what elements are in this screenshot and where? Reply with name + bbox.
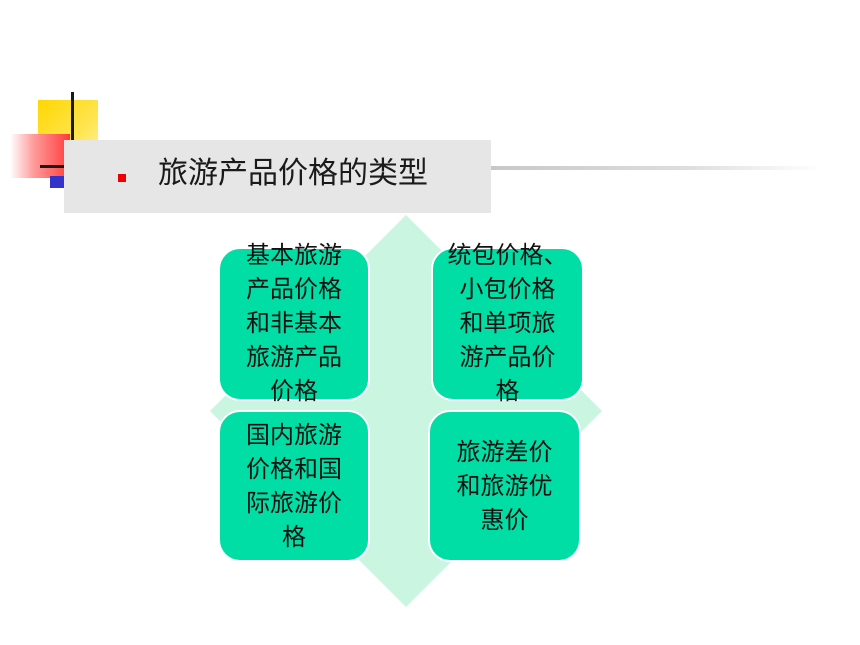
decorative-blue-square [50,176,64,188]
bullet-icon [118,174,126,182]
diagram-box-text: 统包价格、 小包价格 和单项旅 游产品价 格 [447,241,568,405]
decorative-horizontal-line [40,165,70,168]
diagram-box-package-single: 统包价格、 小包价格 和单项旅 游产品价 格 [431,241,584,405]
slide-title: 旅游产品价格的类型 [158,156,428,191]
decorative-red-square [10,134,70,178]
diagram-box-text: 基本旅游 产品价格 和非基本 旅游产品 价格 [246,241,342,405]
diagram-box-domestic-international: 国内旅游 价格和国 际旅游价 格 [218,410,370,562]
diagram-box-difference-discount: 旅游差价 和旅游优 惠价 [428,410,581,562]
title-bar [64,140,491,213]
diagram-box-basic-nonbasic: 基本旅游 产品价格 和非基本 旅游产品 价格 [218,241,370,405]
diagram-box-text: 旅游差价 和旅游优 惠价 [456,438,553,534]
diagram-box-text: 国内旅游 价格和国 际旅游价 格 [246,421,342,551]
title-underline [491,166,821,170]
